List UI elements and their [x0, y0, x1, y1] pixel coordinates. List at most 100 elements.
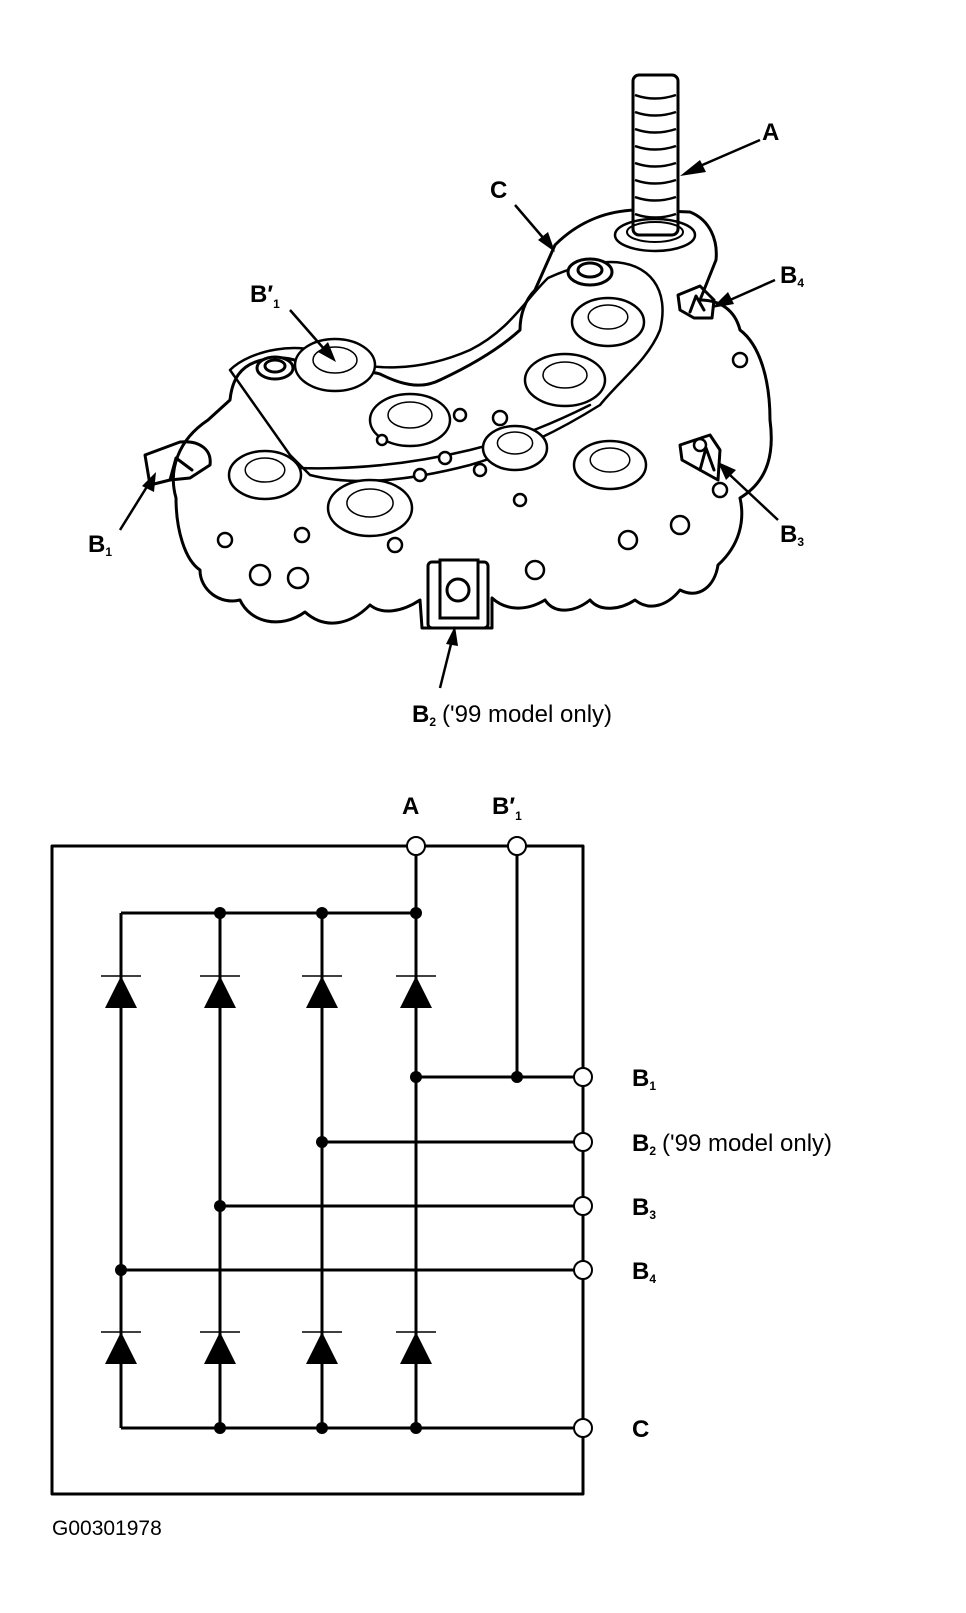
bolt-thread-line	[634, 212, 677, 219]
junction-dot	[511, 1071, 523, 1083]
hole	[375, 433, 389, 447]
hole	[216, 531, 234, 549]
terminal-b2-node	[573, 1132, 593, 1152]
bolt-thread-line	[634, 161, 677, 168]
hole	[248, 563, 272, 587]
callout-label-c: C	[490, 177, 507, 204]
rectifier-illustration: A C B4 B′1 B1 B3 B2('99 model only)	[88, 73, 804, 729]
junction-dot	[214, 1422, 226, 1434]
terminal-b3-node	[573, 1196, 593, 1216]
callout-label-b1-prime: B′1	[250, 281, 280, 311]
schematic-label-b3: B3	[632, 1194, 656, 1222]
hole	[491, 409, 509, 427]
hole	[669, 514, 691, 536]
schematic-label-b1-prime: B′1	[492, 793, 522, 823]
terminal-b2	[426, 558, 490, 630]
diode-boss-top	[542, 361, 588, 389]
terminal-b1-node	[573, 1067, 593, 1087]
diode-boss	[523, 352, 607, 408]
left-mount-eyelet	[255, 355, 295, 381]
schematic-label-c: C	[632, 1416, 649, 1443]
callout-arrows	[118, 138, 779, 689]
diode-boss-top	[346, 488, 394, 518]
junction-dot	[214, 907, 226, 919]
hole	[731, 351, 749, 369]
diode-boss	[570, 296, 646, 348]
schematic-label-b1: B1	[632, 1065, 656, 1093]
junction-dot	[410, 907, 422, 919]
hole	[512, 492, 528, 508]
diode-boss-top	[589, 447, 631, 473]
terminal-c-eyelet	[566, 257, 614, 287]
hole	[452, 407, 468, 423]
bolt-thread-line	[634, 127, 677, 134]
diodes	[101, 975, 436, 1364]
diode-boss	[326, 478, 414, 538]
terminal-c-node	[573, 1418, 593, 1438]
schematic-label-b2: B2('99 model only)	[632, 1130, 832, 1158]
diode-boss	[368, 392, 452, 448]
terminal-b4	[676, 284, 716, 320]
diode-boss-top	[587, 304, 629, 330]
diode-boss-top	[312, 346, 358, 374]
diode-boss	[293, 337, 377, 393]
schematic-label-a: A	[402, 793, 419, 820]
junction-dot	[316, 1422, 328, 1434]
callout-label-b2: B2('99 model only)	[412, 701, 612, 729]
bolt-a	[613, 73, 697, 253]
bolt-thread-line	[634, 195, 677, 202]
terminals	[406, 836, 593, 1438]
junctions	[115, 907, 523, 1434]
bolt-thread-line	[634, 93, 677, 100]
junction-dot	[410, 1422, 422, 1434]
schematic-label-b4: B4	[632, 1258, 656, 1286]
junction-dot	[316, 1136, 328, 1148]
terminal-b1-prime-node	[507, 836, 527, 856]
diode-symbol	[306, 976, 338, 1008]
diode-boss-top	[244, 457, 286, 483]
bolt-thread-line	[634, 144, 677, 151]
callout-label-b3: B3	[780, 521, 804, 549]
callout-label-b1: B1	[88, 531, 112, 559]
diode-symbol	[400, 1332, 432, 1364]
hole	[617, 529, 639, 551]
rectifier-body-outline	[171, 208, 773, 630]
diode-symbol	[400, 976, 432, 1008]
diode-boss	[227, 449, 303, 501]
diode-symbol	[204, 976, 236, 1008]
junction-dot	[214, 1200, 226, 1212]
diode-boss-top	[387, 401, 433, 429]
terminal-b4-node	[573, 1260, 593, 1280]
diode-symbol	[105, 1332, 137, 1364]
hole	[293, 526, 311, 544]
rectifier-schematic: A B′1 B1 B2('99 model only) B3 B4 C	[50, 793, 832, 1496]
outer-loop-wire	[50, 844, 585, 1496]
mounting-holes	[216, 351, 749, 590]
hole	[386, 536, 404, 554]
terminal-a-node	[406, 836, 426, 856]
bolt-thread-line	[634, 178, 677, 185]
junction-dot	[410, 1071, 422, 1083]
callout-label-a: A	[762, 119, 779, 146]
diode-boss	[572, 439, 648, 491]
diode-symbol	[105, 976, 137, 1008]
terminal-b1	[143, 440, 212, 487]
diode-bosses	[227, 296, 648, 538]
hole	[472, 462, 488, 478]
hole	[524, 559, 546, 581]
junction-dot	[316, 907, 328, 919]
bolt-thread-line	[634, 110, 677, 117]
hole	[437, 450, 453, 466]
hole	[412, 467, 428, 483]
hole	[286, 566, 310, 590]
callout-label-b4: B4	[780, 262, 804, 290]
wires	[119, 846, 583, 1430]
hole	[711, 481, 729, 499]
diode-boss	[481, 424, 549, 472]
plate-edge	[296, 403, 592, 470]
figure-id: G00301978	[52, 1517, 162, 1540]
terminal-b3	[678, 433, 722, 482]
diode-symbol	[306, 1332, 338, 1364]
diode-boss-top	[496, 431, 534, 455]
